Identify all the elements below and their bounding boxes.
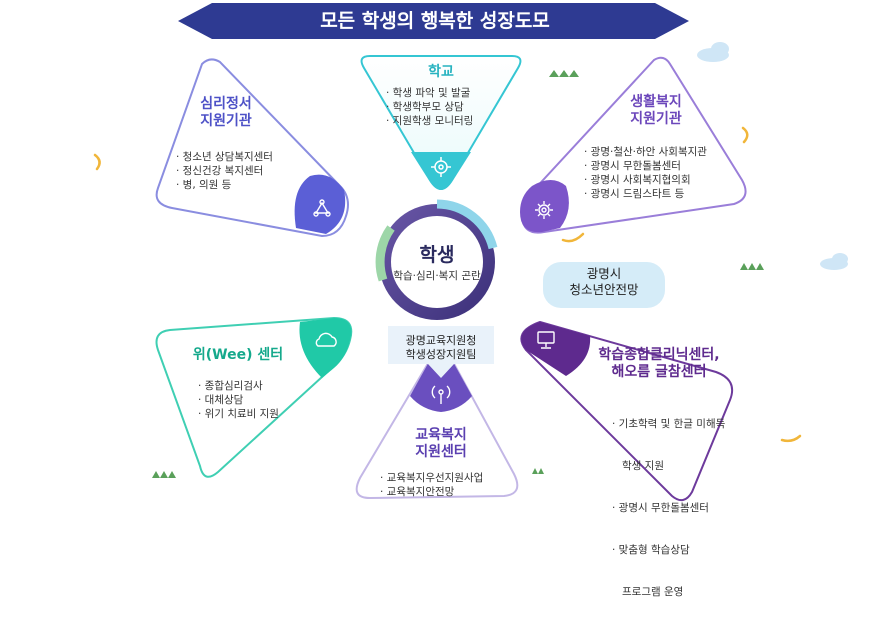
learning-title-line1: 학습종합클리닉센터, [598,347,720,363]
edu-welfare-item: · 교육복지안전망 [380,486,455,498]
center-tab-line2: 학생성장지원팀 [405,348,477,361]
welfare-item: · 광명·철산·하안 사회복지관 [584,146,707,158]
learning-card [520,320,734,502]
welfare-item: · 광명시 사회복지협의회 [584,174,691,186]
banner-shape [178,3,689,39]
edu-welfare-items: · 교육복지우선지원사업 · 교육복지안전망 [380,471,483,499]
school-title: 학교 [428,64,454,80]
learning-item: · 광명시 무한돌봄센터 [612,502,709,514]
wee-title: 위(Wee) 센터 [192,347,284,363]
center-node [375,199,498,320]
center-title: 학생 [419,244,455,266]
wee-item: · 대체상담 [198,394,244,406]
triangle-dots-icon [313,199,331,217]
edu-welfare-title-line2: 지원센터 [415,444,467,460]
banner-title: 모든 학생의 행복한 성장도모 [320,10,550,32]
wee-item: · 위기 치료비 지원 [198,408,279,420]
psych-title: 심리정서 지원기관 [186,96,266,130]
welfare-item: · 광명시 무한돌봄센터 [584,160,681,172]
learning-item: · 맞춤형 학습상담 [612,544,690,556]
welfare-card [520,56,747,234]
learning-item: 프로그램 운영 [612,586,684,598]
welfare-title-line2: 지원기관 [630,111,682,127]
psych-title-line2: 지원기관 [200,113,252,129]
edu-welfare-title: 교육복지 지원센터 [401,427,481,461]
learning-item: · 기초학력 및 한글 미해득 [612,418,726,430]
welfare-item: · 광명시 드림스타트 등 [584,188,685,200]
network-pill-line2: 청소년안전망 [569,282,639,297]
monitor-icon [537,331,555,349]
welfare-title: 생활복지 지원기관 [616,94,696,128]
antenna-icon [431,385,451,404]
psych-items: · 청소년 상담복지센터 · 정신건강 복지센터 · 병, 의원 등 [176,150,273,192]
wee-item: · 종합심리검사 [198,380,263,392]
diagram-stage: 모든 학생의 행복한 성장도모 학생 학습·심리·복지 곤란 광명교육지원청 학… [93,3,848,598]
edu-welfare-item: · 교육복지우선지원사업 [380,472,484,484]
diagram-graphics [93,3,848,502]
learning-item: 학생 지원 [612,460,664,472]
center-tab-shape [388,326,494,378]
learning-items: · 기초학력 및 한글 미해득 학생 지원 · 광명시 무한돌봄센터 · 맞춤형… [612,389,725,627]
center-tab-line1: 광명교육지원청 [405,334,477,347]
decoration-grass [152,70,764,478]
school-item: · 학생 파악 및 발굴 [386,87,471,99]
network-pill: 광명시 청소년안전망 [543,262,665,308]
learning-title: 학습종합클리닉센터, 해오름 글참센터 [590,347,728,381]
gear-icon [535,201,553,219]
school-item: · 지원학생 모니터링 [386,115,474,127]
psych-item: · 병, 의원 등 [176,179,232,191]
network-pill-line1: 광명시 [586,266,622,281]
welfare-title-line1: 생활복지 [630,94,682,110]
edu-welfare-title-line1: 교육복지 [415,427,467,443]
target-icon [431,157,451,177]
school-card [360,55,522,190]
school-items: · 학생 파악 및 발굴 · 학생학부모 상담 · 지원학생 모니터링 [386,86,473,128]
psych-card [155,58,349,238]
psych-title-line1: 심리정서 [200,96,252,112]
psych-item: · 정신건강 복지센터 [176,165,264,177]
cloud-icon [315,332,337,347]
decoration-swirls [93,126,802,443]
learning-title-line2: 해오름 글참센터 [611,364,707,380]
wee-card [155,316,353,478]
center-subtitle: 학습·심리·복지 곤란 [393,270,481,282]
psych-item: · 청소년 상담복지센터 [176,151,273,163]
wee-items: · 종합심리검사 · 대체상담 · 위기 치료비 지원 [198,379,279,421]
school-item: · 학생학부모 상담 [386,101,464,113]
welfare-items: · 광명·철산·하안 사회복지관 · 광명시 무한돌봄센터 · 광명시 사회복지… [584,145,707,201]
decoration-clouds [697,42,848,270]
